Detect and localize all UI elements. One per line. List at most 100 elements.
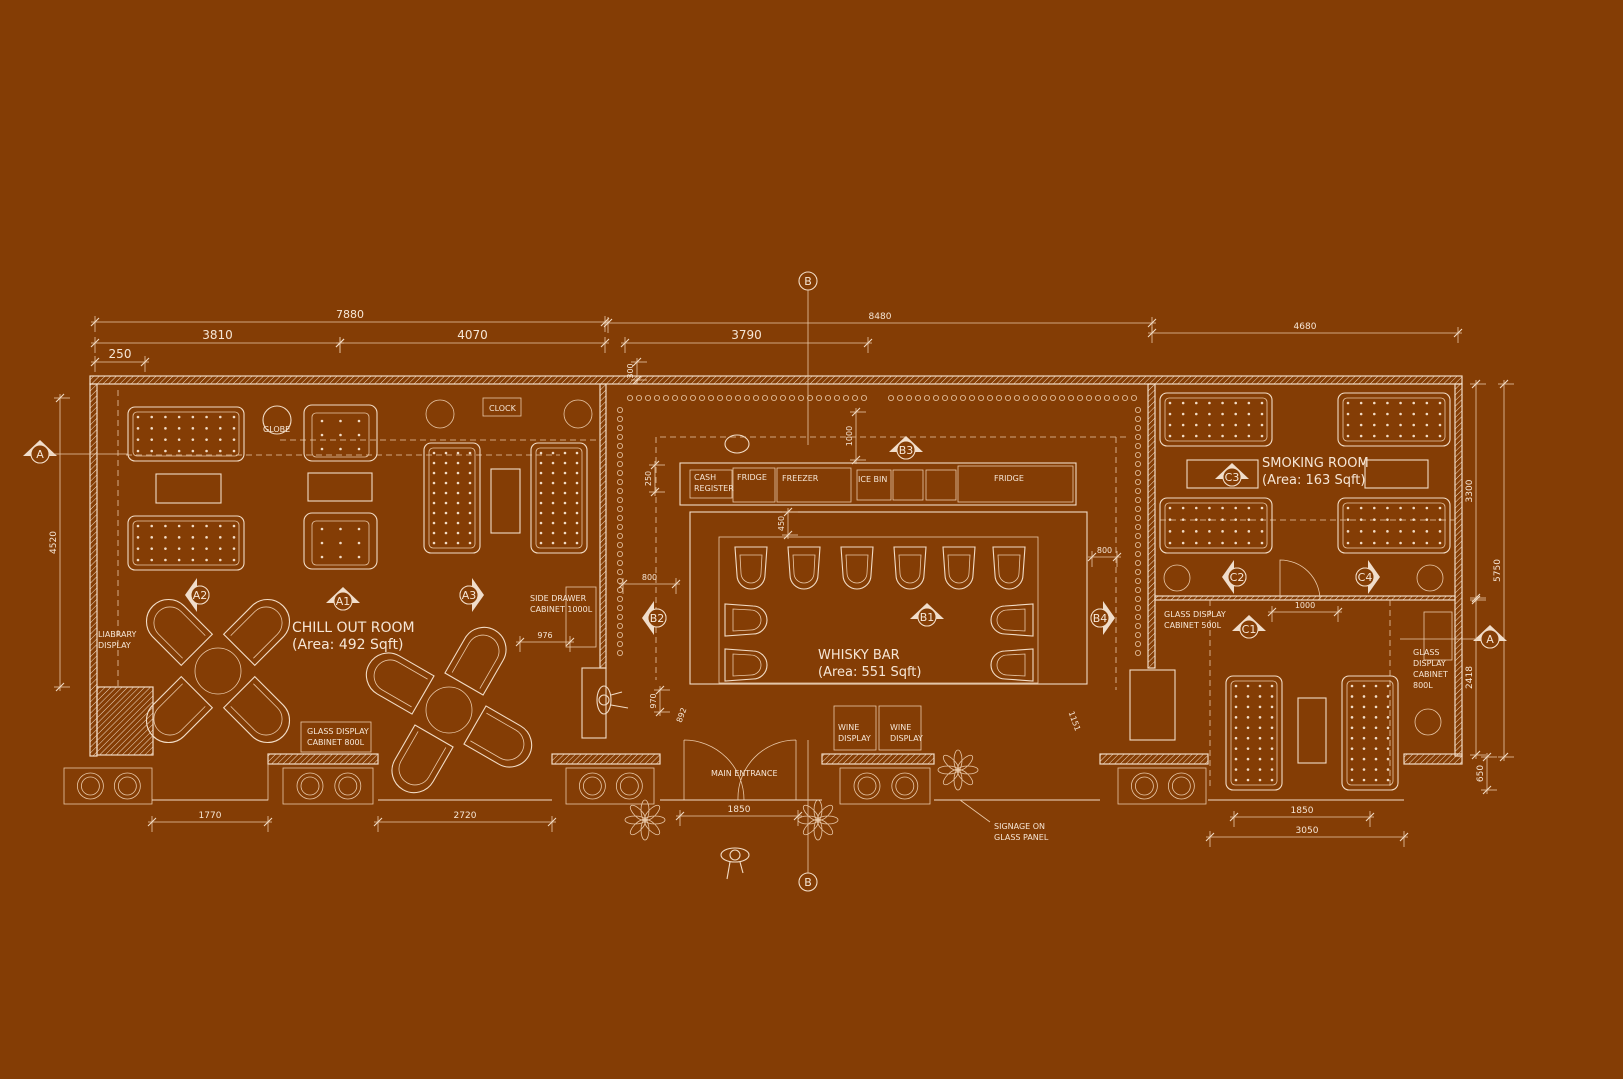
- tufting-dot: [432, 531, 436, 535]
- chair-shell: [444, 626, 507, 696]
- tufting-dot: [1258, 768, 1262, 771]
- tufting-dot: [1221, 518, 1224, 521]
- tufting-dot: [575, 511, 579, 515]
- stool-seat: [996, 608, 1026, 632]
- wall-light: [617, 569, 624, 576]
- person-shoulders: [596, 685, 612, 715]
- tufting-dot: [1258, 736, 1262, 740]
- tufting-dot: [1246, 768, 1250, 771]
- tufting-dot: [177, 558, 181, 562]
- room-area-chill-out: (Area: 492 Sqft): [292, 637, 403, 653]
- tufting-dot: [1258, 705, 1262, 709]
- sofa-cushion: [1342, 397, 1446, 442]
- wall-light: [906, 394, 913, 401]
- section-marker-c1: C1: [1232, 615, 1266, 639]
- tufting-dot: [563, 471, 567, 475]
- tufting-dot: [1346, 401, 1350, 405]
- tufting-dot: [1181, 541, 1185, 545]
- tufting-dot: [1359, 518, 1363, 521]
- wall-light: [924, 394, 931, 401]
- tufting-dot: [1221, 541, 1224, 545]
- label-cash-2: REGISTER: [694, 484, 734, 493]
- dimension-label: 970: [649, 693, 658, 708]
- tufting-dot: [575, 541, 579, 545]
- tufting-dot: [1350, 747, 1354, 750]
- tufting-dot: [1270, 695, 1274, 698]
- tufting-dot: [1246, 695, 1250, 698]
- tufting-dot: [1168, 530, 1172, 533]
- tufting-dot: [205, 438, 208, 441]
- tufting-dot: [218, 547, 222, 550]
- tufting-dot: [177, 427, 181, 430]
- counter-unit: [925, 469, 957, 501]
- wall-light: [789, 394, 796, 401]
- tufting-dot: [456, 511, 460, 515]
- section-marker-label: A3: [462, 589, 477, 602]
- wall-light: [951, 394, 958, 401]
- tufting-dot: [1386, 736, 1390, 740]
- chair-shell: [463, 705, 533, 768]
- tufting-dot: [1260, 401, 1264, 405]
- tufting-dot: [1181, 412, 1185, 416]
- wall-light: [888, 394, 895, 401]
- tufting-dot: [551, 481, 555, 485]
- tufting-dot: [456, 491, 460, 495]
- tufting-dot: [1399, 518, 1402, 521]
- dimension-label: 4680: [1294, 322, 1317, 332]
- person-head: [598, 694, 610, 706]
- tufting-dot: [1362, 684, 1366, 688]
- wall-light: [1135, 569, 1142, 576]
- tufting-dot: [1181, 401, 1185, 405]
- tufting-dot: [1362, 695, 1366, 698]
- sofa-cushion: [1342, 502, 1446, 549]
- counter-unit: [957, 465, 1074, 503]
- tufting-dot: [339, 527, 342, 531]
- armchair-seat: [311, 412, 370, 458]
- wall-light: [617, 596, 624, 603]
- tufting-dot: [444, 451, 448, 455]
- tufting-dot: [1386, 726, 1390, 730]
- bottom-wall-4: [821, 753, 935, 765]
- tufting-dot: [1181, 506, 1185, 510]
- wall-light: [1068, 394, 1075, 401]
- wall-light: [617, 451, 624, 458]
- wall-light: [617, 442, 624, 449]
- tufting-dot: [456, 461, 460, 465]
- wall-light: [1077, 394, 1084, 401]
- tufting-dot: [1346, 518, 1350, 521]
- room-area-whisky-bar: (Area: 551 Sqft): [818, 665, 921, 680]
- dimension-tick: [793, 811, 803, 821]
- tufting-dot: [551, 521, 555, 525]
- stool-seat: [898, 554, 922, 584]
- tufting-dot: [1258, 695, 1262, 698]
- tufting-dot: [1399, 541, 1402, 545]
- tufting-dot: [575, 481, 579, 485]
- bar-stool: [734, 546, 768, 590]
- tufting-dot: [1412, 434, 1416, 438]
- wall-light: [1135, 632, 1142, 639]
- stool-shape: [724, 603, 768, 637]
- wall-light: [780, 394, 787, 401]
- dimension-tick: [1499, 379, 1509, 389]
- tufting-dot: [1258, 757, 1262, 761]
- tufting-dot: [1350, 705, 1354, 709]
- person-shoulders: [720, 847, 750, 863]
- coffee-table: [155, 473, 222, 504]
- tufting-dot: [468, 481, 472, 485]
- tufting-dot: [1260, 423, 1264, 427]
- tufting-dot: [563, 491, 567, 495]
- tufting-dot: [1438, 434, 1442, 438]
- tufting-dot: [539, 501, 543, 505]
- dimension-tick: [783, 507, 793, 517]
- stool-shape: [787, 546, 821, 590]
- person-leg: [739, 861, 744, 874]
- tufting-dot: [1374, 747, 1378, 750]
- dimension-tick: [147, 817, 157, 827]
- section-marker-label: B3: [899, 444, 914, 457]
- tufting-dot: [191, 438, 195, 441]
- tufting-dot: [1350, 716, 1354, 719]
- tufting-dot: [1362, 726, 1366, 730]
- tufting-dot: [205, 536, 208, 539]
- tufting-dot: [177, 547, 181, 550]
